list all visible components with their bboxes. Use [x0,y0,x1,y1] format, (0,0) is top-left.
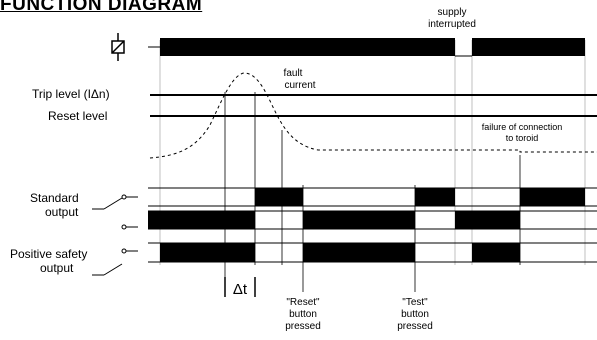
positive-block-2 [303,243,415,262]
supply-label-1: supply [438,7,467,18]
test-button-label-1: "Test" [402,297,428,308]
supply-bar-on-2 [472,38,585,56]
reset-level-label: Reset level [48,109,107,123]
reset-button-label-1: "Reset" [286,297,320,308]
supply-bar-on-1 [160,38,455,56]
standard-upper-block-2 [415,188,455,206]
supply-row [148,38,585,57]
standard-upper-block-3 [520,188,585,206]
toroid-failure-label-2: to toroid [506,133,539,143]
toroid-failure-label-1: failure of connection [482,122,563,132]
positive-output-label-2: output [40,261,74,275]
supply-label-2: interrupted [428,19,476,30]
fault-current-label-1: fault [284,68,303,79]
diagram-title: FUNCTION DIAGRAM [0,0,203,15]
positive-output-switch-icon [92,248,138,276]
reset-button-label-3: pressed [285,321,321,332]
standard-output-switch-icon [92,194,138,230]
standard-output-row [148,187,597,230]
standard-lower-block-3 [455,211,520,229]
positive-block-3 [472,243,520,262]
standard-lower-block-1 [148,211,255,229]
standard-lower-block-2 [303,211,415,229]
trip-level-label: Trip level (IΔn) [32,87,110,101]
positive-output-label-1: Positive safety [10,247,87,261]
fault-current-curve [149,72,597,159]
delta-t-label: Δt [233,281,248,298]
positive-output-row [148,242,597,263]
standard-output-label-2: output [45,205,79,219]
standard-output-label-1: Standard [30,191,79,205]
reset-button-label-2: button [289,309,317,320]
supply-icon [111,33,125,61]
test-button-label-3: pressed [397,321,433,332]
fault-current-label-2: current [284,80,315,91]
positive-block-1 [160,243,255,262]
test-button-label-2: button [401,309,429,320]
standard-upper-block-1 [255,188,303,206]
